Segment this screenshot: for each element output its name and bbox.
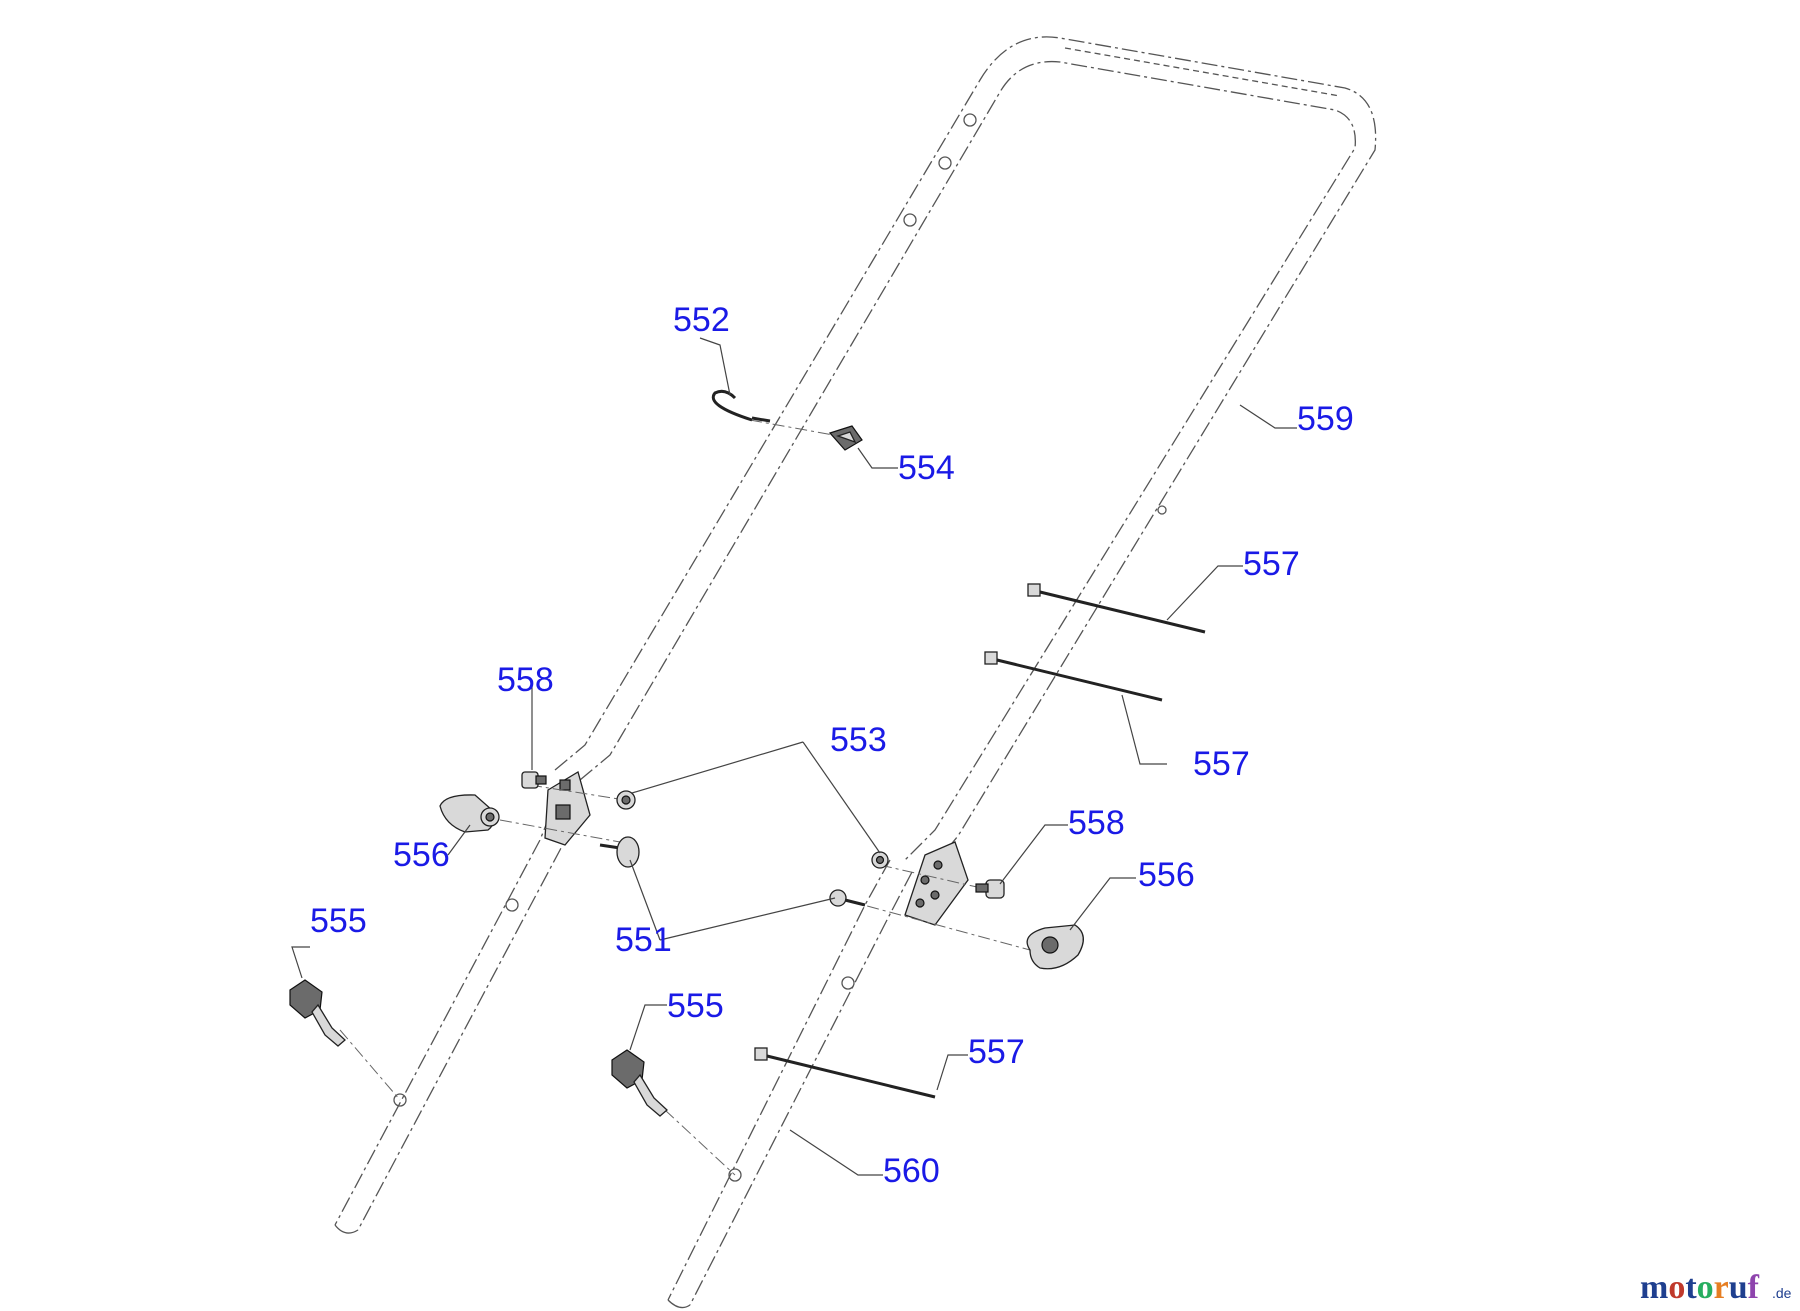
callout-557-upper: 557 (1243, 545, 1300, 583)
left-joint-bracket (544, 771, 591, 846)
bolt-551-left (599, 836, 640, 868)
callouts: 552 554 559 557 557 558 553 558 556 556 … (310, 301, 1354, 1190)
callout-557-middle: 557 (1193, 745, 1250, 783)
logo-suffix: .de (1772, 1285, 1792, 1301)
logo-letter: o (1697, 1269, 1714, 1306)
upper-handle-559 (554, 36, 1377, 871)
cable-guide-552 (711, 389, 771, 423)
callout-555-right: 555 (667, 987, 724, 1025)
callout-552: 552 (673, 301, 730, 339)
logo-letter: u (1729, 1269, 1748, 1306)
callout-559: 559 (1297, 400, 1354, 438)
logo-letter: f (1748, 1269, 1760, 1306)
screw-558-right (975, 879, 1005, 899)
logo-letter: t (1685, 1269, 1697, 1306)
leader-lines (291, 337, 1297, 1176)
clip-554 (828, 425, 863, 451)
knob-556-left (439, 794, 500, 833)
callout-555-left: 555 (310, 902, 367, 940)
callout-558-left: 558 (497, 661, 554, 699)
logo-letter: o (1668, 1269, 1685, 1306)
knob-556-right (1026, 924, 1084, 970)
assembly-axes (339, 419, 1031, 1176)
lower-handle-560 (334, 789, 913, 1309)
nut-553-right (871, 851, 889, 869)
logo-text: motoruf (1640, 1269, 1760, 1306)
callout-558-right: 558 (1068, 804, 1125, 842)
cable-tie-557-lower (754, 1047, 936, 1099)
nut-553-left (616, 790, 636, 810)
callout-557-lower: 557 (968, 1033, 1025, 1071)
cable-tie-557-middle (984, 651, 1163, 702)
callout-560: 560 (883, 1152, 940, 1190)
callout-553: 553 (830, 721, 887, 759)
screw-558-left (521, 771, 547, 789)
right-joint-bracket (904, 841, 969, 926)
callout-551: 551 (615, 921, 672, 959)
knob-bolt-555-right (611, 1049, 668, 1117)
bolt-551-right (829, 889, 866, 907)
callout-554: 554 (898, 449, 955, 487)
cable-tie-557-upper (1027, 583, 1206, 634)
logo-letter: m (1640, 1269, 1668, 1306)
callout-556-left: 556 (393, 836, 450, 874)
motoruf-logo: motoruf .de (1640, 1269, 1792, 1306)
callout-556-right: 556 (1138, 856, 1195, 894)
logo-letter: r (1714, 1269, 1729, 1306)
knob-bolt-555-left (289, 979, 346, 1047)
